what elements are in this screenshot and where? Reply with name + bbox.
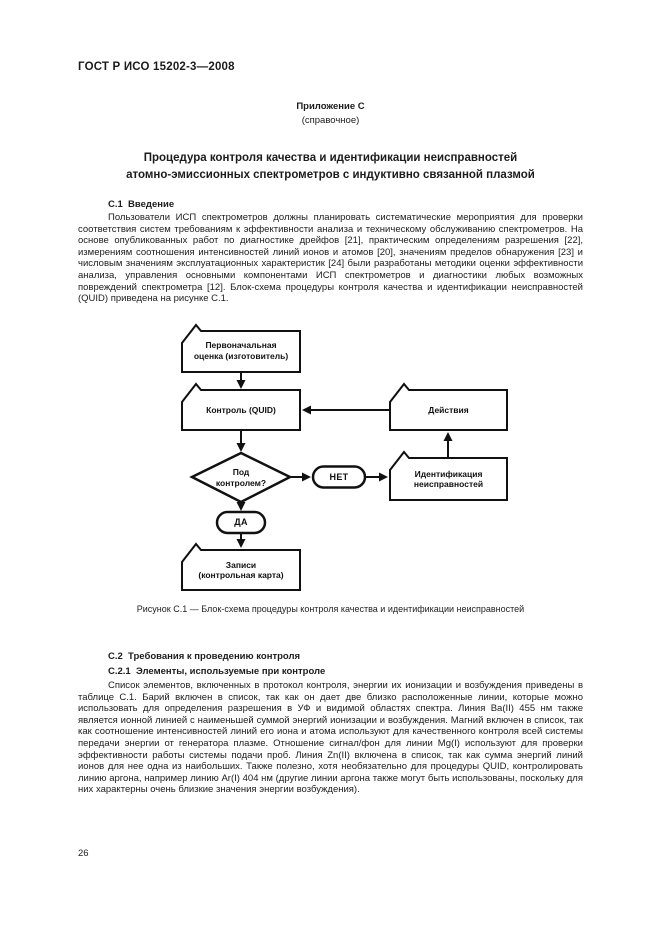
document-code-header: ГОСТ Р ИСО 15202-3—2008	[78, 61, 235, 73]
yes-label: ДА	[234, 517, 248, 528]
initial-evaluation-box	[181, 323, 301, 373]
decision-label: Под контролем?	[215, 467, 267, 488]
page-number: 26	[78, 848, 89, 859]
annex-title: Процедура контроля качества и идентифика…	[0, 150, 661, 184]
section-c1-heading: С.1 Введение	[108, 199, 175, 210]
control-label: Контроль (QUID)	[206, 404, 276, 415]
initial-evaluation-label: Первоначальная оценка (изготовитель)	[193, 340, 289, 361]
section-c21-heading: С.2.1 Элементы, используемые при контрол…	[108, 666, 326, 677]
identification-label: Идентификация неисправностей	[413, 468, 484, 490]
section-c2-heading: С.2 Требования к проведению контроля	[108, 651, 301, 662]
no-label: НЕТ	[329, 471, 349, 482]
annex-block: Приложение С (справочное)	[0, 100, 661, 128]
flowchart-figure: Первоначальная оценка (изготовитель) Кон…	[170, 320, 520, 612]
identification-box	[389, 450, 508, 501]
actions-box	[389, 382, 508, 431]
flowchart-shapes	[181, 323, 508, 591]
annex-kind: (справочное)	[301, 115, 360, 126]
records-label: Записи (контрольная карта)	[198, 559, 284, 581]
annex-title-line1: Процедура контроля качества и идентифика…	[143, 152, 518, 164]
annex-label: Приложение С	[296, 101, 365, 112]
section-c1-paragraph: Пользователи ИСП спектрометров должны пл…	[78, 212, 583, 305]
actions-label: Действия	[428, 404, 469, 415]
control-box	[181, 382, 301, 431]
records-box	[181, 542, 301, 591]
section-c21-paragraph: Список элементов, включенных в протокол …	[78, 680, 583, 796]
figure-caption: Рисунок С.1 — Блок-схема процедуры контр…	[136, 604, 525, 614]
annex-title-line2: атомно-эмиссионных спектрометров с индук…	[126, 169, 535, 181]
